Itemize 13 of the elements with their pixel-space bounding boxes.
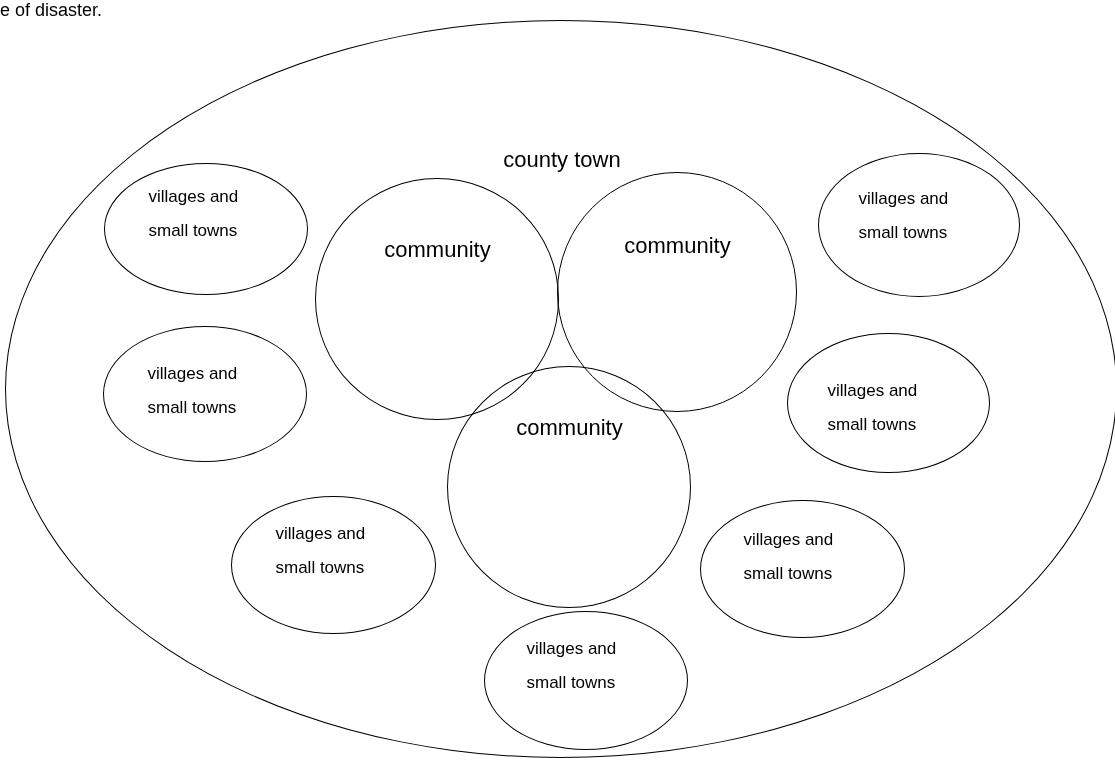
place-name: villages and small towns bbox=[147, 362, 239, 419]
village-ellipse bbox=[483, 610, 688, 750]
caption-text: e of disaster. bbox=[0, 0, 103, 21]
region-name: community bbox=[383, 235, 492, 264]
region-name: community bbox=[623, 231, 732, 260]
place-name: villages and small towns bbox=[526, 637, 618, 694]
place-name: villages and small towns bbox=[148, 185, 240, 242]
region-name: community bbox=[515, 413, 624, 442]
region-name: county town bbox=[502, 146, 622, 174]
place-name: villages and small towns bbox=[275, 522, 367, 579]
place-name: villages and small towns bbox=[827, 379, 919, 436]
place-name: villages and small towns bbox=[743, 528, 835, 585]
place-name: villages and small towns bbox=[858, 187, 950, 244]
